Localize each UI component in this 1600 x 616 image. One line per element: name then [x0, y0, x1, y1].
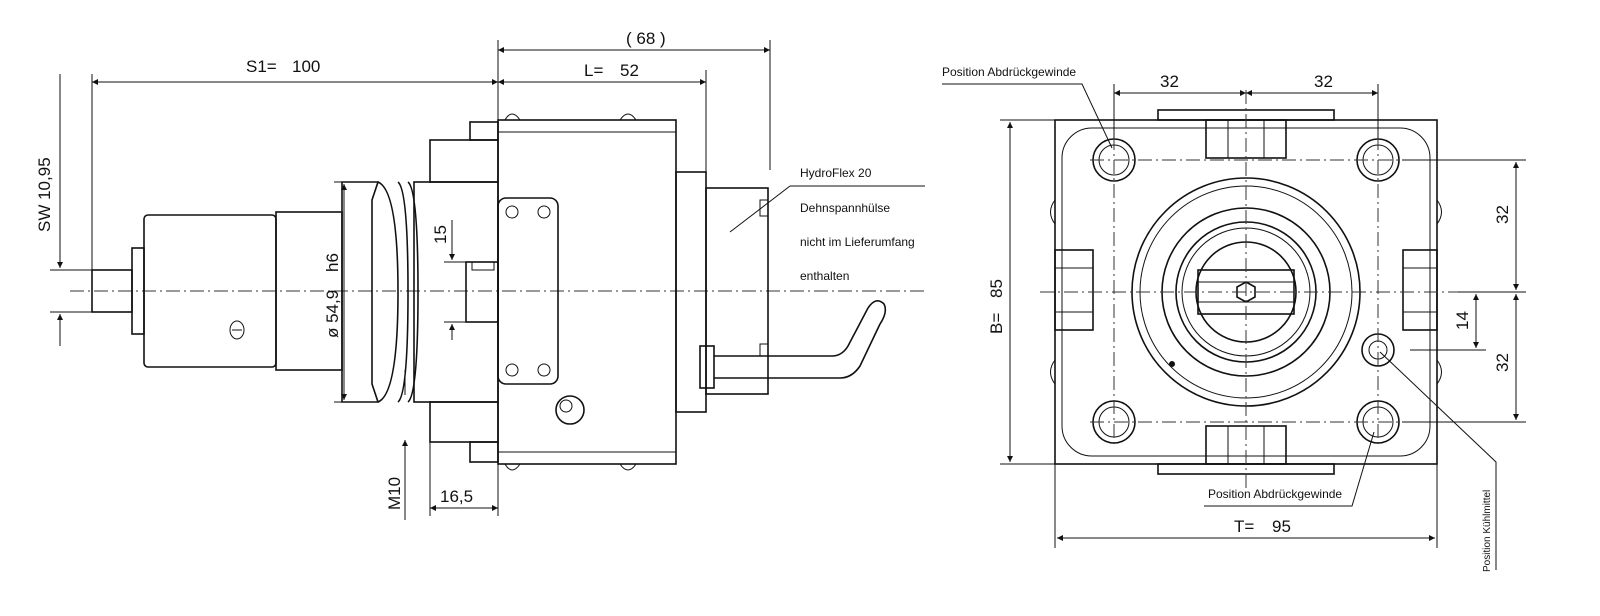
dim-L-value: 52: [620, 61, 639, 80]
groove-ring-3: [407, 181, 419, 403]
dim-68-label: ( 68 ): [626, 29, 666, 48]
dim-L-label: L=: [584, 61, 603, 80]
adapter-top-tab: [469, 121, 499, 141]
note-line-1: HydroFlex 20: [800, 166, 872, 180]
shank-pin-hole: [229, 320, 245, 340]
marker-dot: [1169, 361, 1175, 367]
front-view: Position Abdrückgewinde Position Abdrück…: [942, 65, 1526, 572]
groove-ring-2: [397, 181, 409, 403]
note-leader: [729, 185, 791, 233]
dim-32-top-left-label: 32: [1160, 72, 1179, 91]
label-abdrueck-bottom: Position Abdrückgewinde: [1208, 487, 1342, 501]
drive-slot: [465, 261, 499, 323]
dim-dia-label: ø 54,9: [323, 290, 342, 338]
dim-T-label: T=: [1234, 517, 1254, 536]
flange-ring: [341, 181, 380, 403]
dim-14-label: 14: [1453, 311, 1472, 330]
adapter-bottom-block: [429, 401, 499, 443]
adapter-plate: [413, 181, 499, 403]
leader-bottom: [1204, 431, 1375, 507]
dim-SW-label: SW 10,95: [35, 157, 54, 232]
label-abdrueck-top: Position Abdrückgewinde: [942, 65, 1076, 79]
dim-32-right-upper-label: 32: [1493, 205, 1512, 224]
set-screw: [555, 395, 585, 425]
right-key: [1402, 249, 1438, 331]
note-line-2: Dehnspannhülse: [800, 201, 890, 215]
adapter-bottom-tab: [469, 441, 499, 463]
note-line-3: nicht im Lieferumfang: [800, 235, 915, 249]
dim-h6-label: h6: [323, 253, 342, 272]
note-line-4: enthalten: [800, 269, 849, 283]
groove-ring-1: [377, 181, 399, 403]
spindle-nut: [675, 171, 707, 413]
wrench-handle: [714, 307, 881, 379]
dim-S1-label: S1=: [246, 57, 277, 76]
dim-B-value: 85: [987, 279, 1006, 298]
dim-T-value: 95: [1272, 517, 1291, 536]
dim-32-top-right-label: 32: [1314, 72, 1333, 91]
dim-B-label: B=: [987, 313, 1006, 334]
housing: [497, 119, 677, 465]
dim-M10-label: M10: [385, 477, 404, 510]
left-key: [1054, 249, 1094, 331]
label-coolant: Position Kühlmittel: [1482, 490, 1493, 572]
dim-32-right-lower-label: 32: [1493, 353, 1512, 372]
dim-16-5-label: 16,5: [440, 487, 473, 506]
clamp-sleeve: [705, 187, 769, 395]
dim-S1-value: 100: [292, 57, 320, 76]
housing-plate: [497, 197, 559, 385]
adapter-top-block: [429, 139, 499, 183]
side-view: ( 68 ) L= 52 S1= 100 SW 10,95 15 h6 ø 54…: [35, 29, 925, 520]
coolant-fitting: [699, 345, 715, 389]
leader-top-left: [942, 83, 1113, 149]
dim-15-label: 15: [431, 225, 450, 244]
leader-coolant: [1379, 351, 1497, 570]
